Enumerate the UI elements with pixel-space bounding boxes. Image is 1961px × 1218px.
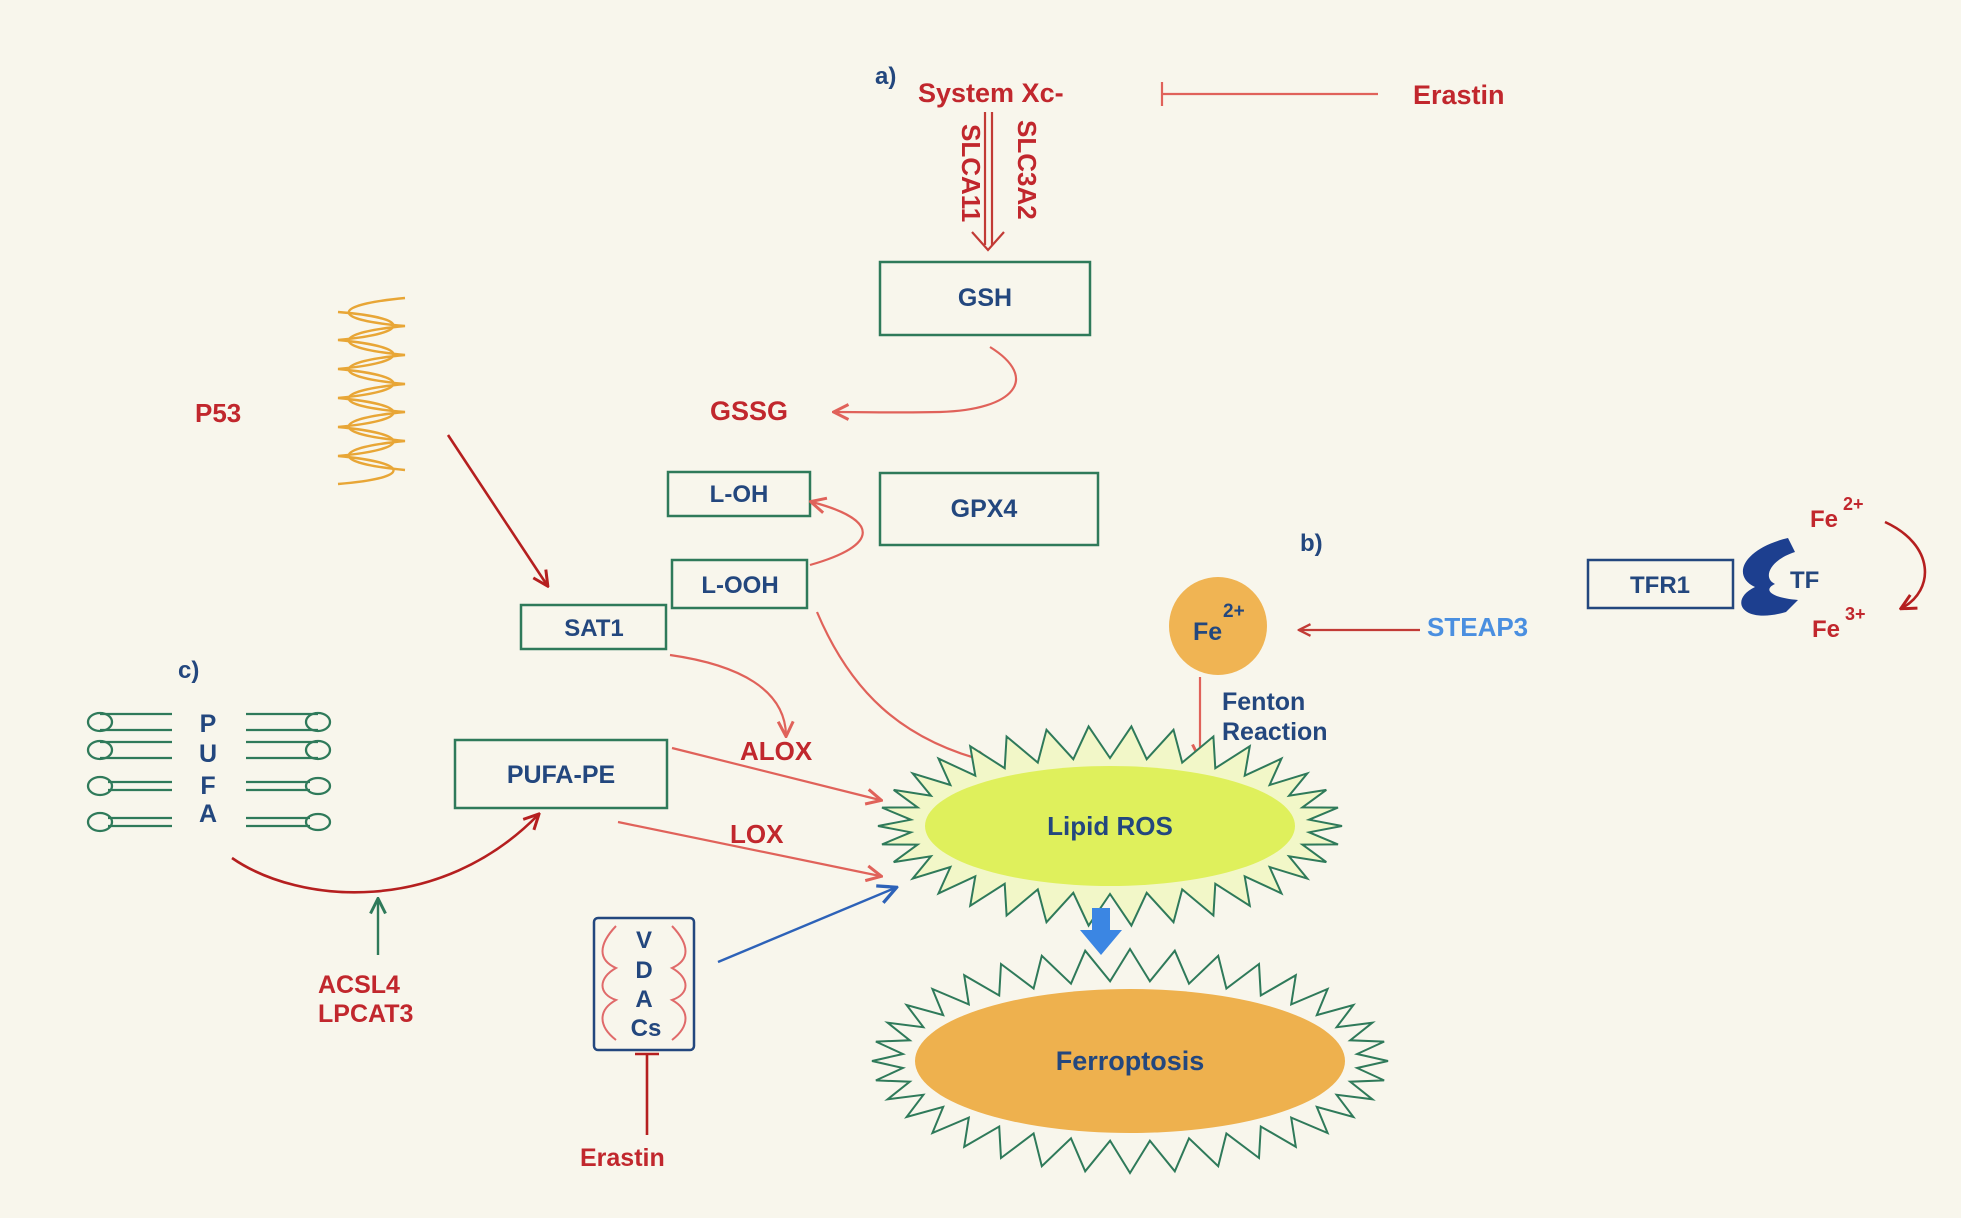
vdacs-to-lipid-ros-arrow xyxy=(717,888,895,964)
fe2-right-base: Fe xyxy=(1810,506,1838,533)
p53-to-sat1-arrow xyxy=(446,434,547,585)
tfr1-label: TFR1 xyxy=(1630,572,1690,599)
fenton-line2: Reaction xyxy=(1222,718,1328,746)
pufa-to-pufape-arrow xyxy=(231,815,538,894)
vdacs-letter-a: A xyxy=(635,986,652,1013)
l-oh-label: L-OH xyxy=(710,481,769,508)
erastin-bottom-label: Erastin xyxy=(580,1144,665,1172)
ferroptosis-label: Ferroptosis xyxy=(1056,1046,1205,1076)
looh-to-loh-arrow xyxy=(810,502,864,567)
sat1-box xyxy=(519,603,668,651)
panel-label-a: a) xyxy=(875,63,896,90)
l-ooh-box xyxy=(670,558,809,610)
vdacs-channel-icon xyxy=(601,925,687,1041)
gpx4-box xyxy=(878,471,1100,547)
slca11-label: SLCA11 xyxy=(956,124,986,222)
vdacs-letter-v: V xyxy=(636,927,652,954)
l-ooh-label: L-OOH xyxy=(701,572,778,599)
vdacs-box xyxy=(592,916,696,1052)
fe-circle-base: Fe xyxy=(1193,618,1222,646)
fe2-to-fe3-arrow xyxy=(1884,520,1927,608)
pufa-pe-label: PUFA-PE xyxy=(507,761,615,789)
fe2-circle xyxy=(1169,577,1267,675)
sat1-to-alox-arrow xyxy=(669,653,786,735)
p53-label: P53 xyxy=(195,398,241,428)
gssg-label: GSSG xyxy=(710,396,788,426)
looh-to-lipid-ros-arrow xyxy=(815,611,990,762)
panel-label-c: c) xyxy=(178,657,199,684)
l-oh-box xyxy=(666,470,812,518)
pufape-alox-arrow xyxy=(671,746,880,800)
system-xc-label: System Xc- xyxy=(918,78,1064,108)
lpcat3-label: LPCAT3 xyxy=(318,1000,413,1028)
pufa-letter-a: A xyxy=(199,800,217,828)
slc3a2-label: SLC3A2 xyxy=(1012,120,1042,220)
lipid-ros-label: Lipid ROS xyxy=(1047,811,1173,841)
fenton-line1: Fenton xyxy=(1222,688,1305,716)
gsh-label: GSH xyxy=(958,284,1012,312)
panel-label-b: b) xyxy=(1300,530,1323,557)
fe3-right-sup: 3+ xyxy=(1845,604,1866,624)
dna-helix-icon xyxy=(337,296,406,486)
pufa-pe-box xyxy=(453,738,669,810)
lipid-ros-ellipse xyxy=(925,766,1295,886)
fe2-right-sup: 2+ xyxy=(1843,494,1864,514)
pufa-letter-u: U xyxy=(199,740,217,768)
pufape-lox-arrow xyxy=(617,820,880,876)
gsh-to-gssg-arrow xyxy=(835,346,1018,412)
fe-circle-sup: 2+ xyxy=(1223,601,1245,622)
lox-label: LOX xyxy=(730,819,784,849)
lipid-ros-to-ferroptosis-arrow xyxy=(1080,908,1122,955)
tf-label: TF xyxy=(1790,567,1819,594)
xc-to-gsh-arrowhead xyxy=(971,231,1005,252)
alox-label: ALOX xyxy=(740,736,813,766)
acsl4-label: ACSL4 xyxy=(318,971,400,999)
sat1-label: SAT1 xyxy=(564,615,624,642)
steap3-label: STEAP3 xyxy=(1427,612,1528,642)
fe3-right-base: Fe xyxy=(1812,616,1840,643)
ferroptosis-ellipse xyxy=(915,989,1345,1133)
gpx4-label: GPX4 xyxy=(951,495,1018,523)
tf-receptor-icon xyxy=(1741,538,1798,616)
vdacs-letter-cs: Cs xyxy=(631,1015,662,1042)
erastin-top-label: Erastin xyxy=(1413,80,1505,110)
pufa-letter-f: F xyxy=(200,772,215,800)
tfr1-box xyxy=(1586,558,1735,610)
pufa-lipid-icon xyxy=(86,711,332,833)
vdacs-letter-d: D xyxy=(635,957,652,984)
gsh-box xyxy=(878,260,1092,337)
pufa-letter-p: P xyxy=(200,710,217,738)
